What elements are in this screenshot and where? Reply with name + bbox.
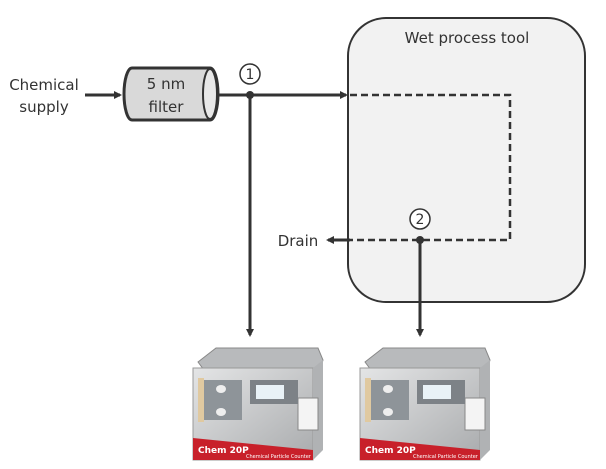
chemical-supply-label-1: Chemical [9, 76, 79, 94]
drain-label: Drain [278, 232, 319, 250]
particle-counter-1: Chem 20P Chemical Particle Counter [192, 347, 324, 461]
particle-counter-2: Chem 20P Chemical Particle Counter [359, 347, 491, 461]
sample-point-1-marker [239, 63, 261, 85]
sample-point-2-marker [409, 208, 431, 230]
device-1-logo: Chem 20P [198, 446, 249, 456]
sample-point-1-label: 1 [246, 67, 255, 83]
device-2-logo: Chem 20P [365, 446, 416, 456]
filter-cylinder [122, 66, 220, 122]
filter-label-1: 5 nm [147, 75, 185, 93]
wet-process-tool-box [347, 17, 586, 303]
device-1-subtitle: Chemical Particle Counter [246, 454, 312, 460]
sample-point-2-label: 2 [416, 212, 425, 228]
filter-label-2: filter [149, 98, 185, 116]
internal-dashed-path [350, 93, 512, 242]
tool-title: Wet process tool [405, 29, 530, 47]
device-2-subtitle: Chemical Particle Counter [413, 454, 479, 460]
chemical-supply-label-2: supply [19, 98, 69, 116]
